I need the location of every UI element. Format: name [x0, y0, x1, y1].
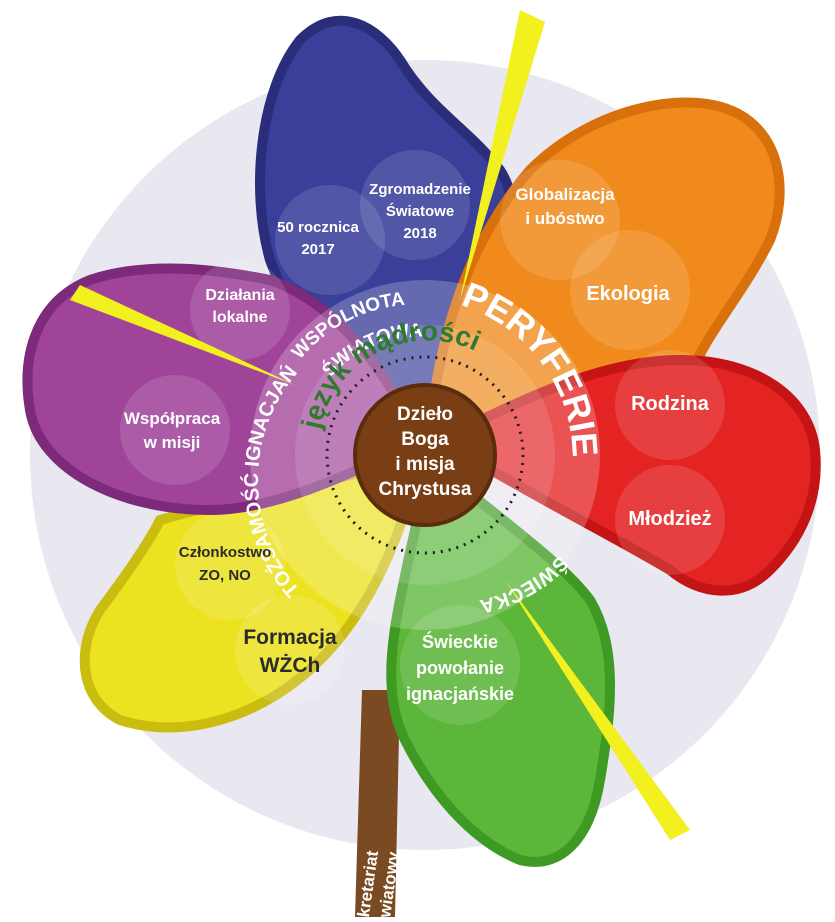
- blue-item-2-line-1: Zgromadzenie: [369, 181, 471, 198]
- green-item-1-line-1: Świeckie: [422, 631, 498, 652]
- yellow-item-1-line-1: Członkostwo: [179, 544, 272, 561]
- yellow-petal: [79, 453, 427, 733]
- center-line-2: Boga: [401, 429, 449, 450]
- center-line-1: Dzieło: [397, 404, 453, 425]
- green-item-1-line-2: powołanie: [416, 658, 504, 678]
- center-circle: [353, 383, 497, 527]
- blue-item-2-line-2: Światowe: [386, 202, 454, 220]
- center-line-3: i misja: [395, 454, 455, 475]
- yellow-item-2-line-2: WŻCh: [260, 654, 321, 677]
- yellow-spike-left: [70, 285, 295, 385]
- purple-item-1-line-1: Działania: [205, 287, 274, 304]
- purple-petal: [22, 260, 427, 516]
- red-petal: [429, 350, 821, 596]
- yellow-spike-top: [460, 10, 545, 300]
- blue-item-1-line-1: 50 rocznica: [277, 219, 359, 236]
- yellow-item-1-line-2: ZO, NO: [199, 567, 251, 584]
- purple-item-2-line-1: Współpraca: [124, 409, 221, 428]
- yellow-spike-bottom: [505, 580, 690, 840]
- green-item-1-line-3: ignacjańskie: [406, 684, 514, 704]
- blue-item-1-line-2: 2017: [301, 241, 334, 258]
- yellow-item-2-line-1: Formacja: [243, 626, 337, 649]
- center-line-4: Chrystusa: [379, 479, 472, 500]
- stem: Sekretariat światowy: [351, 690, 403, 922]
- purple-item-1-line-2: lokalne: [212, 309, 267, 326]
- dotted-ring: [325, 355, 525, 555]
- red-item-1-line-1: Rodzina: [631, 393, 710, 415]
- blue-item-2-line-3: 2018: [403, 225, 436, 242]
- orange-item-2-line-1: Ekologia: [586, 283, 670, 305]
- green-petal: [386, 450, 615, 867]
- purple-item-2-line-2: w misji: [143, 433, 201, 452]
- orange-item-1-line-2: i ubóstwo: [525, 209, 604, 228]
- orange-item-1-line-1: Globalizacja: [515, 185, 615, 204]
- red-item-2-line-1: Młodzież: [628, 508, 711, 530]
